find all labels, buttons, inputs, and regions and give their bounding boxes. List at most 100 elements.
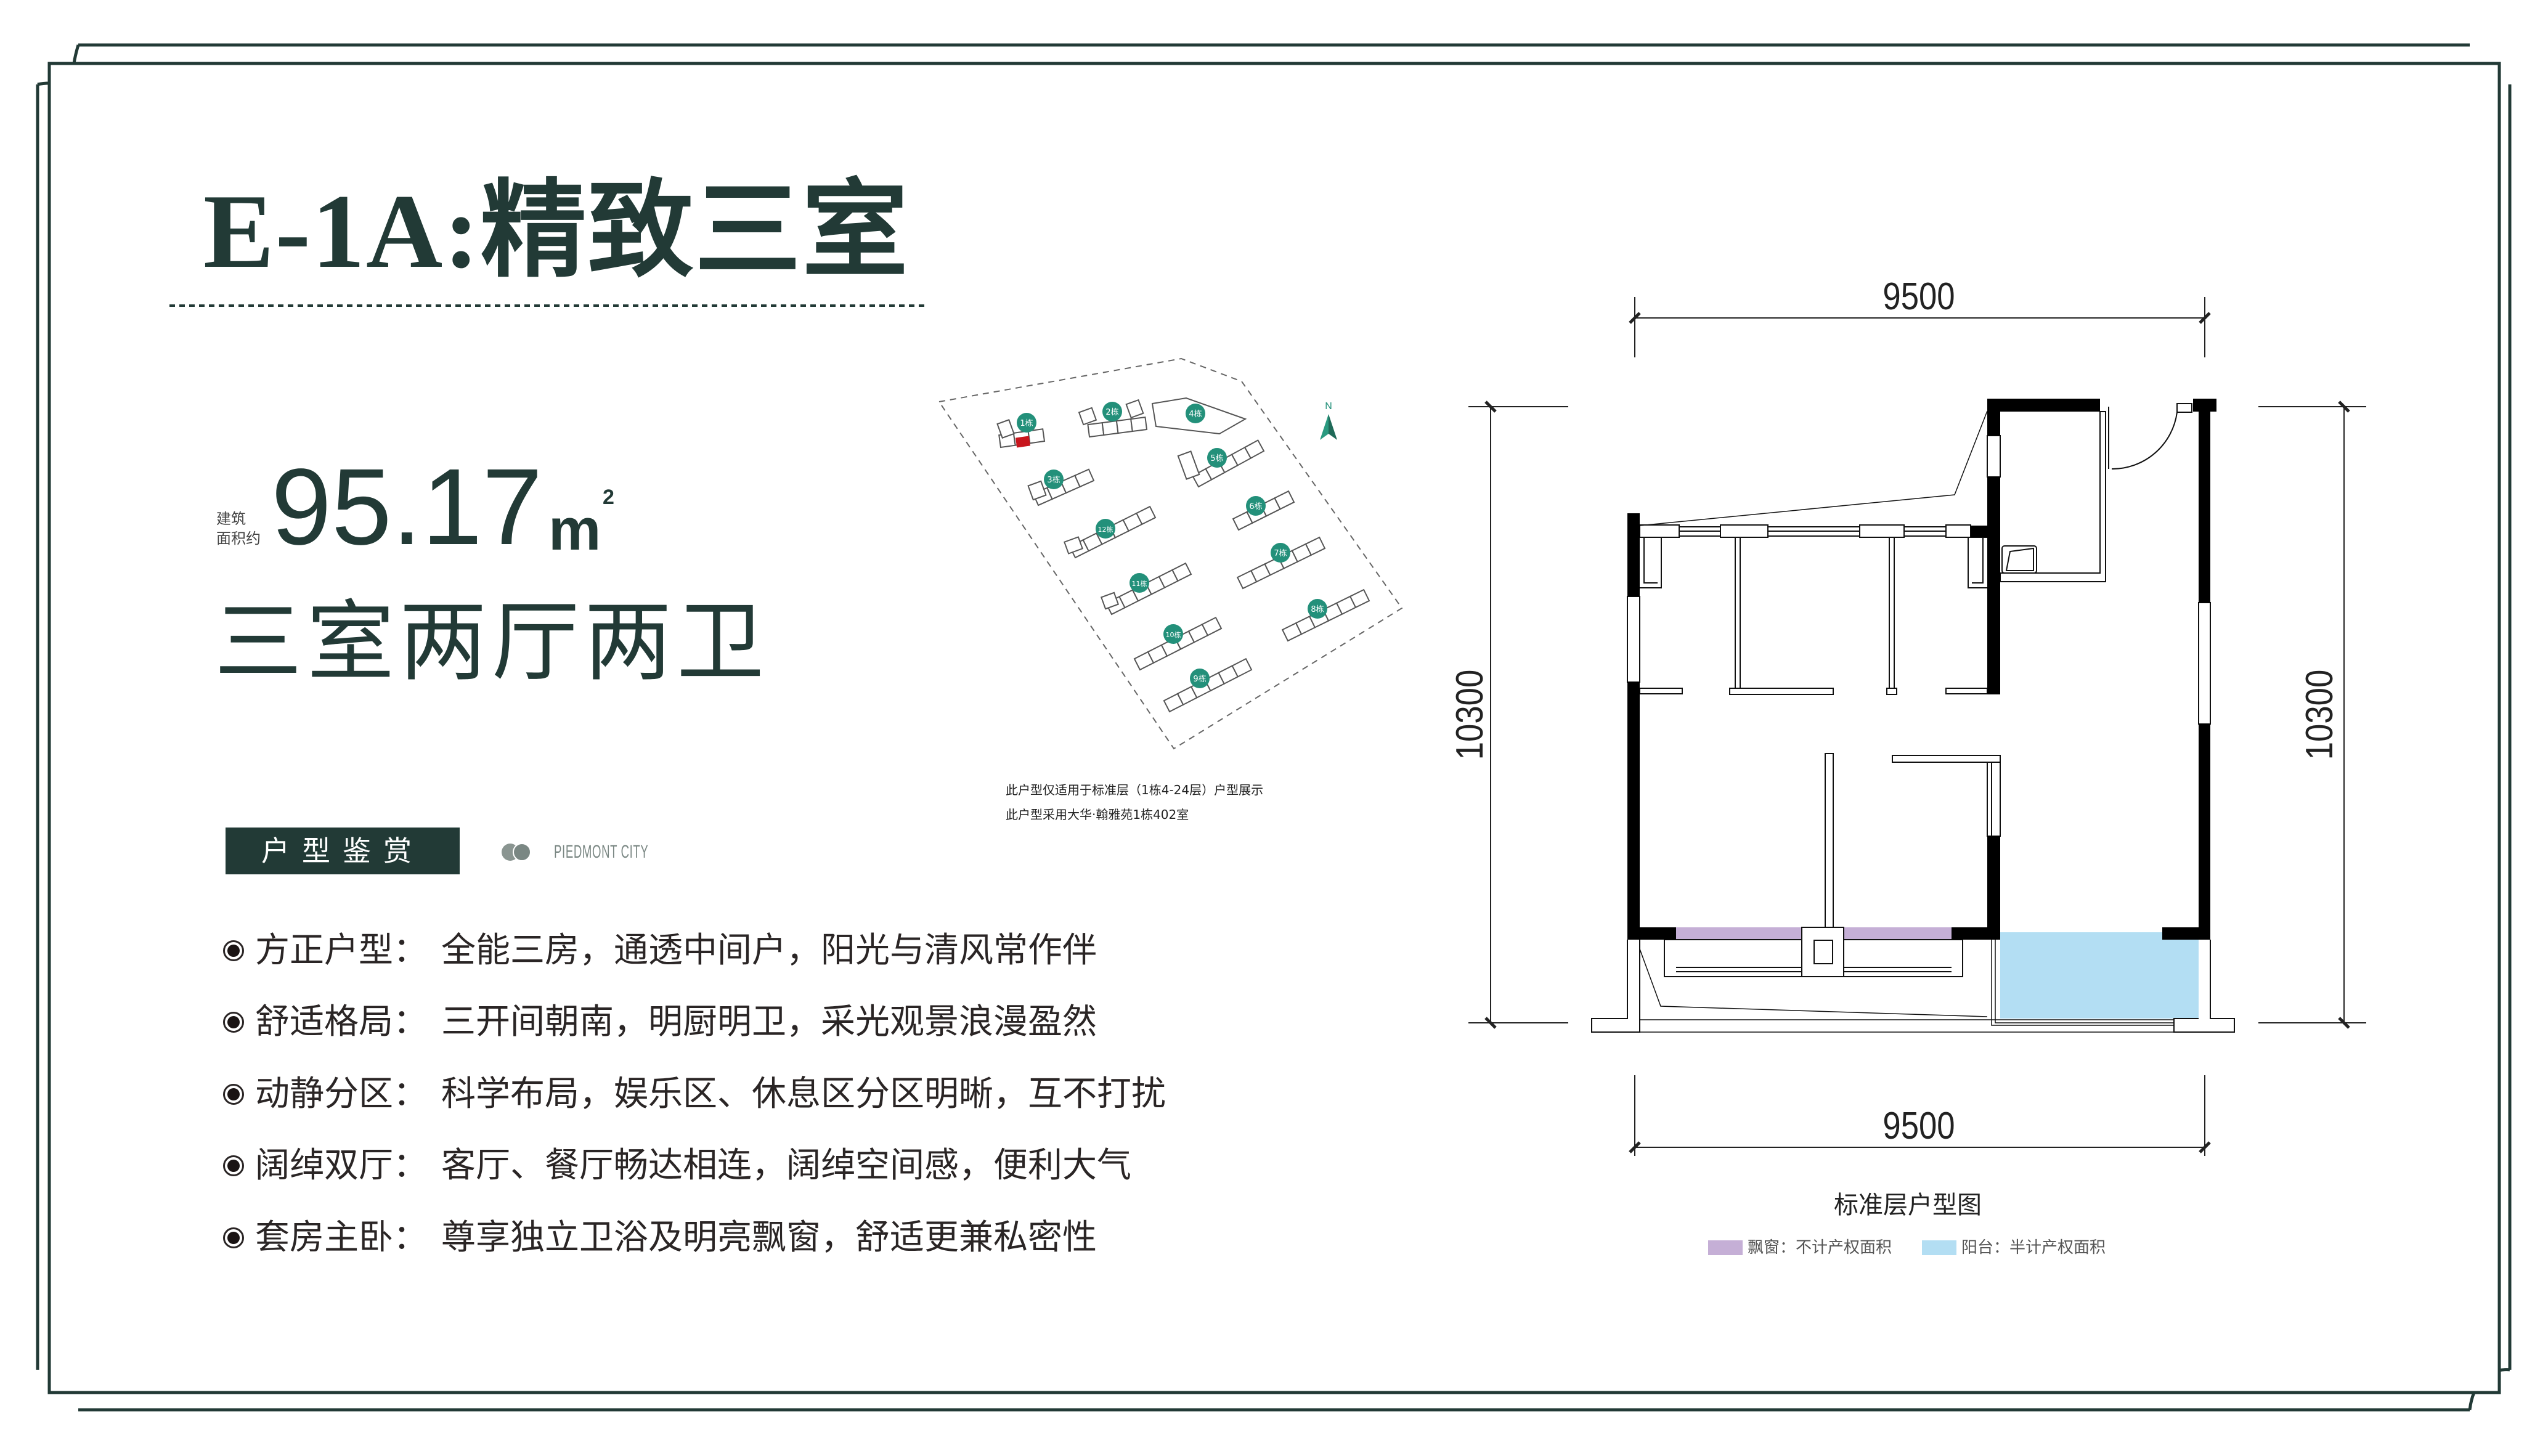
feature-item: 套房主卧： 尊享独立卫浴及明亮飘窗，舒适更兼私密性	[223, 1221, 1097, 1255]
brand-name: PIEDMONT CITY	[554, 842, 649, 862]
site-note-2: 此户型采用大华·翰雅苑1栋402室	[1006, 807, 1189, 822]
legend-swatch-bay-window	[1708, 1240, 1743, 1255]
site-badge-circle	[1163, 624, 1183, 644]
dimension-left: 10300	[1449, 670, 1491, 760]
legend-label: 阳台：半计产权面积	[1961, 1238, 2106, 1257]
feature-text: 尊享独立卫浴及明亮飘窗，舒适更兼私密性	[441, 1218, 1097, 1258]
site-building-annex	[1100, 592, 1120, 610]
site-boundary	[938, 357, 1403, 750]
site-building-unit	[1087, 422, 1105, 438]
feature-item: 方正户型： 全能三房，通透中间户，阳光与清风常作伴	[223, 933, 1097, 968]
dimension-top: 9500	[1883, 275, 1955, 318]
floor-plan: 9500 9500 10300 10300	[1449, 275, 2366, 1156]
area-label-line2: 面积约	[216, 530, 261, 547]
feature-label: 动静分区：	[255, 1074, 428, 1114]
site-building-label: 2栋	[1105, 407, 1118, 417]
site-building-label: 3栋	[1047, 475, 1060, 485]
area-unit-superscript: 2	[603, 486, 614, 509]
site-building-label: 5栋	[1210, 453, 1223, 463]
legend-swatch-balcony	[1922, 1240, 1956, 1255]
site-building-unit	[1171, 562, 1192, 582]
north-label: N	[1325, 401, 1332, 412]
site-badge-circle	[1130, 573, 1149, 593]
site-badge-circle	[1096, 519, 1115, 539]
balcony-area	[2000, 932, 2199, 1019]
site-badge-circle	[1246, 496, 1266, 516]
feature-text: 科学布局，娱乐区、休息区分区明晰，互不打扰	[441, 1074, 1166, 1114]
dimension-right: 10300	[2298, 670, 2341, 760]
feature-text: 全能三房，通透中间户，阳光与清风常作伴	[441, 930, 1097, 970]
site-building-label: 10栋	[1166, 630, 1181, 639]
site-badge-circle	[1207, 448, 1227, 468]
site-building-label: 6栋	[1249, 502, 1262, 511]
feature-item: 动静分区： 科学布局，娱乐区、休息区分区明晰，互不打扰	[223, 1077, 1166, 1112]
walls	[1627, 399, 2216, 940]
site-badge-circle	[1271, 543, 1290, 563]
site-building-unit	[1305, 536, 1326, 556]
dimension-lines	[1468, 297, 2366, 1156]
legend-bay-window: 飘窗：不计产权面积	[1708, 1240, 1892, 1256]
site-badge-circle	[1308, 599, 1327, 619]
site-building-unit	[1130, 417, 1148, 433]
site-building-unit	[1231, 657, 1253, 678]
site-badge-circle	[1044, 470, 1064, 489]
site-building-annex	[996, 419, 1015, 439]
feature-label: 方正户型：	[255, 930, 428, 970]
area-unit: m	[548, 497, 601, 563]
area-label-line1: 建筑	[216, 510, 246, 527]
site-badge-circle	[1186, 404, 1205, 423]
site-building-label: 9栋	[1193, 674, 1206, 684]
site-building-label: 11栋	[1132, 579, 1147, 588]
site-building-badge: 12栋	[1096, 519, 1115, 539]
feature-label: 舒适格局：	[255, 1002, 428, 1042]
legend-balcony: 阳台：半计产权面积	[1922, 1240, 2106, 1256]
bullet-icon	[223, 1155, 244, 1176]
bullet-icon	[223, 1227, 244, 1248]
site-building-label: 8栋	[1311, 604, 1324, 614]
site-building-badge: 1栋	[1017, 413, 1036, 433]
site-building-badge: 7栋	[1271, 543, 1290, 563]
site-building-unit	[1115, 418, 1133, 434]
site-badge-circle	[1190, 669, 1210, 688]
site-building-badge: 2栋	[1102, 402, 1122, 421]
site-building-badge: 4栋	[1186, 404, 1205, 423]
site-building-annex	[1125, 399, 1144, 419]
brand-logo-icon	[502, 843, 531, 861]
feature-label: 阔绰双厅：	[255, 1145, 428, 1186]
section-tag: 户型鉴赏	[226, 828, 460, 874]
site-building-badge: 5栋	[1207, 448, 1227, 468]
site-building-badge: 3栋	[1044, 470, 1064, 489]
site-building-badge: 10栋	[1163, 624, 1183, 644]
highlighted-unit	[1015, 436, 1031, 448]
site-building-unit	[1074, 468, 1095, 488]
site-building-unit	[1201, 616, 1223, 636]
feature-label: 套房主卧：	[255, 1218, 428, 1258]
site-building-unit	[1274, 490, 1295, 510]
site-building-label: 1栋	[1020, 418, 1033, 428]
site-building-label: 4栋	[1189, 409, 1202, 419]
area-value: 95.17	[271, 447, 543, 567]
site-building-badge: 11栋	[1130, 573, 1149, 593]
feature-text: 客厅、餐厅畅达相连，阔绰空间感，便利大气	[441, 1145, 1131, 1186]
plan-outlines	[1591, 403, 2235, 1033]
site-building-row	[1281, 588, 1370, 642]
site-badge-circle	[1102, 402, 1122, 421]
site-building-unit	[1243, 439, 1265, 459]
site-building-label: 7栋	[1274, 548, 1287, 558]
site-map: 1栋 2栋 4栋 5栋 3栋 6栋 12栋 7栋 11栋 8栋 10栋 9栋 N	[938, 357, 1403, 750]
site-note-1: 此户型仅适用于标准层（1栋4-24层）户型展示	[1006, 783, 1264, 797]
site-building-annex	[1078, 407, 1097, 426]
site-building-label: 12栋	[1098, 525, 1113, 534]
dimension-bottom: 9500	[1883, 1105, 1955, 1147]
bullet-icon	[223, 940, 244, 961]
site-building-unit	[1349, 588, 1370, 609]
feature-text: 三开间朝南，明厨明卫，采光观景浪漫盈然	[441, 1002, 1097, 1042]
site-building-unit	[1101, 420, 1119, 436]
site-building-row	[1105, 562, 1192, 616]
site-building-annex	[1064, 536, 1083, 555]
site-building-row	[1087, 417, 1148, 438]
site-building-badge: 6栋	[1246, 496, 1266, 516]
legend-label: 飘窗：不计产权面积	[1748, 1238, 1892, 1257]
site-building-row	[1163, 657, 1253, 713]
floor-plan-caption: 标准层户型图	[1834, 1191, 1982, 1219]
